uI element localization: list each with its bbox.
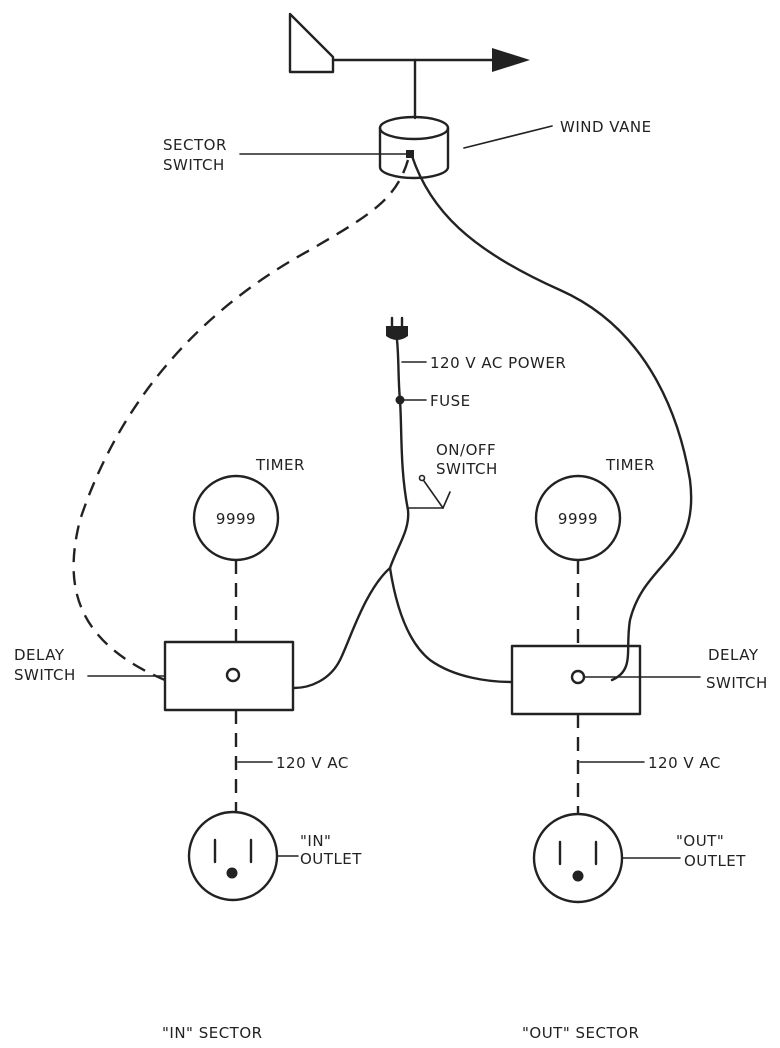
fuse-dot xyxy=(395,395,405,405)
sector-to-out-delay-wire xyxy=(410,154,693,682)
outlet-out xyxy=(532,812,624,904)
wind-vane-arrowhead xyxy=(492,48,530,72)
sector-switch-housing-top xyxy=(378,115,450,141)
outlet-in-label-line2: OUTLET xyxy=(300,850,362,868)
delay-in-label-line2: SWITCH xyxy=(14,666,76,684)
in-sector-caption: "IN" SECTOR xyxy=(162,1024,263,1042)
delay-switch-in-indicator xyxy=(225,667,241,683)
sector-to-in-delay-wire xyxy=(72,159,410,682)
delay-switch-in xyxy=(163,640,295,712)
delay-switch-out-indicator xyxy=(570,669,586,685)
power-cord xyxy=(388,338,410,570)
delay-out-label-line2: SWITCH xyxy=(706,674,768,692)
outlet-in-label-line1: "IN" xyxy=(300,832,331,850)
power-plug xyxy=(386,316,408,340)
outlet-out-label-line2: OUTLET xyxy=(684,852,746,870)
outlet-out-face xyxy=(532,812,624,904)
timer-left-label: TIMER xyxy=(255,456,305,474)
delay-out-label-line1: DELAY xyxy=(708,646,759,664)
wind-vane-label: WIND VANE xyxy=(560,118,652,136)
fuse-label: FUSE xyxy=(430,392,471,410)
timer-left-value: 9999 xyxy=(216,510,256,528)
sector-switch-housing xyxy=(378,126,450,180)
on-off-label-line2: SWITCH xyxy=(436,460,498,478)
ac-in-label: 120 V AC xyxy=(276,754,349,772)
wind-vane-leader xyxy=(463,125,553,149)
outlet-in xyxy=(187,810,279,902)
power-to-out-delay-wire xyxy=(388,566,514,684)
on-off-switch xyxy=(408,474,451,509)
sector-switch-contact xyxy=(406,150,414,158)
delay-in-label-line1: DELAY xyxy=(14,646,65,664)
sector-switch-label-line1: SECTOR xyxy=(163,136,227,154)
outlet-in-face xyxy=(187,810,279,902)
power-to-in-delay-wire xyxy=(292,566,392,690)
outlet-out-label-line1: "OUT" xyxy=(676,832,724,850)
power-label: 120 V AC POWER xyxy=(430,354,566,372)
ac-out-label: 120 V AC xyxy=(648,754,721,772)
timer-right-value: 9999 xyxy=(558,510,598,528)
delay-switch-out xyxy=(510,644,642,716)
timer-right-label: TIMER xyxy=(605,456,655,474)
wind-vane-tail xyxy=(288,12,335,74)
wind-vane xyxy=(288,12,530,180)
on-off-label-line1: ON/OFF xyxy=(436,441,496,459)
sector-switch-label-line2: SWITCH xyxy=(163,156,225,174)
out-sector-caption: "OUT" SECTOR xyxy=(522,1024,639,1042)
